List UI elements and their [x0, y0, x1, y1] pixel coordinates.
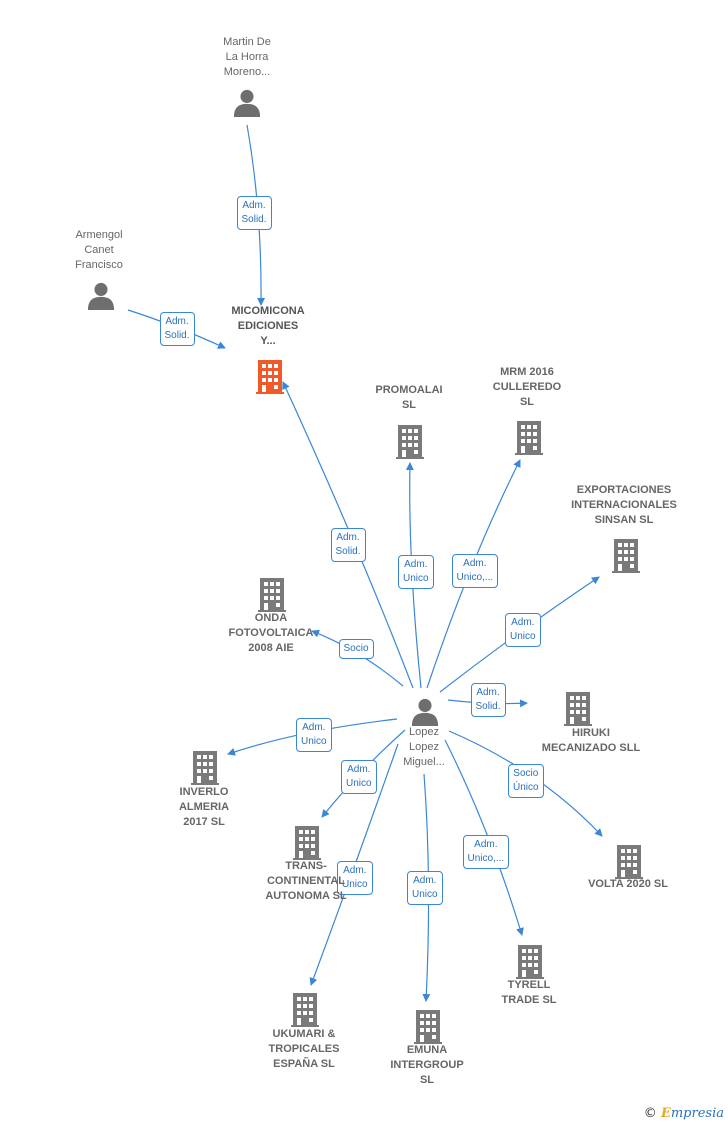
edge-label-lopez-onda[interactable]: Socio [338, 639, 374, 659]
emuna-building-icon[interactable] [414, 1010, 442, 1044]
edge-label-lopez-tyrell[interactable]: Adm. Unico,... [462, 835, 510, 869]
node-label-promoalai[interactable]: PROMOALAI SL [375, 384, 443, 411]
edge-label-lopez-promoalai[interactable]: Adm. Unico [398, 555, 434, 589]
edge-label-lopez-emuna[interactable]: Adm. Unico [407, 871, 443, 905]
onda-building-icon[interactable] [258, 578, 286, 612]
edge-label-armengol-micomicona[interactable]: Adm. Solid. [159, 312, 195, 346]
lopez-person-icon[interactable] [411, 698, 439, 726]
node-label-lopez[interactable]: Lopez Lopez Miguel... [403, 726, 445, 768]
edge-lopez-tyrell [444, 739, 524, 936]
node-label-hiruki[interactable]: HIRUKI MECANIZADO SLL [541, 727, 641, 754]
node-label-exportaciones[interactable]: EXPORTACIONES INTERNACIONALES SINSAN SL [571, 484, 677, 526]
armengol-person-icon[interactable] [87, 282, 115, 310]
node-label-onda[interactable]: ONDA FOTOVOLTAICA 2008 AIE [228, 612, 314, 654]
edge-label-lopez-trans[interactable]: Adm. Unico [341, 760, 377, 794]
inverlo-building-icon[interactable] [191, 751, 219, 785]
edge-label-lopez-hiruki[interactable]: Adm. Solid. [470, 683, 506, 717]
hiruki-building-icon[interactable] [564, 692, 592, 726]
mrm-building-icon[interactable] [515, 421, 543, 455]
empresia-brand[interactable]: © Empresia [644, 1106, 724, 1121]
copyright-symbol: © [643, 1106, 657, 1121]
tyrell-building-icon[interactable] [516, 945, 544, 979]
edge-label-lopez-inverlo[interactable]: Adm. Unico [296, 718, 332, 752]
martin-person-icon[interactable] [233, 89, 261, 117]
edge-label-martin-micomicona[interactable]: Adm. Solid. [236, 196, 272, 230]
brand-initial: E [660, 1106, 671, 1121]
edge-label-lopez-ukumari[interactable]: Adm. Unico [337, 861, 373, 895]
edge-label-lopez-mrm[interactable]: Adm. Unico,... [451, 554, 499, 588]
micomicona-building-icon[interactable] [256, 360, 284, 394]
edge-label-lopez-exportaciones[interactable]: Adm. Unico [505, 613, 541, 647]
node-label-tyrell[interactable]: TYRELL TRADE SL [501, 979, 557, 1006]
node-label-emuna[interactable]: EMUNA INTERGROUP SL [390, 1044, 464, 1086]
promoalai-building-icon[interactable] [396, 425, 424, 459]
edge-label-lopez-micomicona[interactable]: Adm. Solid. [330, 528, 366, 562]
volta-building-icon[interactable] [615, 845, 643, 879]
node-label-mrm[interactable]: MRM 2016 CULLEREDO SL [492, 366, 562, 408]
node-label-micomicona[interactable]: MICOMICONA EDICIONES Y... [231, 305, 305, 347]
ukumari-building-icon[interactable] [291, 993, 319, 1027]
exportaciones-building-icon[interactable] [612, 539, 640, 573]
edge-label-lopez-volta[interactable]: Socio Único [508, 764, 544, 798]
node-label-inverlo[interactable]: INVERLO ALMERIA 2017 SL [178, 786, 230, 828]
node-label-volta[interactable]: VOLTA 2020 SL [588, 878, 668, 890]
node-label-ukumari[interactable]: UKUMARI & TROPICALES ESPAÑA SL [268, 1028, 340, 1070]
node-label-armengol[interactable]: Armengol Canet Francisco [75, 229, 123, 271]
brand-name: mpresia [670, 1106, 724, 1121]
node-label-trans[interactable]: TRANS- CONTINENTAL AUTONOMA SL [265, 860, 347, 902]
node-label-martin[interactable]: Martin De La Horra Moreno... [223, 36, 271, 78]
trans-building-icon[interactable] [293, 826, 321, 860]
